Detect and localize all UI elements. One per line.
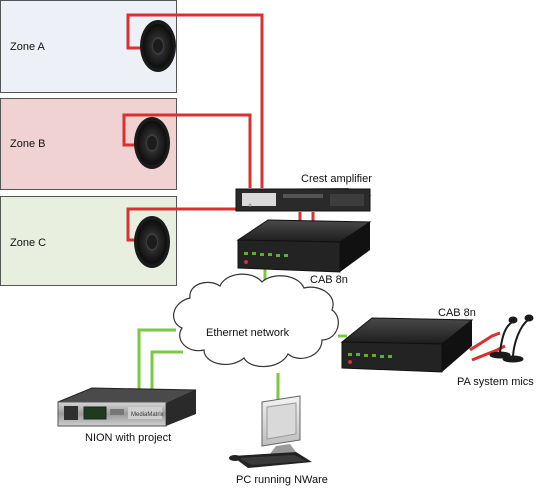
cab-8n-right bbox=[340, 317, 474, 373]
cab-right-label: CAB 8n bbox=[438, 307, 476, 319]
network-wiring bbox=[137, 268, 347, 400]
zone-c-label: Zone C bbox=[10, 237, 47, 249]
pa-mics-label: PA system mics bbox=[457, 376, 534, 388]
pc-label: PC running NWare bbox=[236, 474, 328, 486]
zone-b-label: Zone B bbox=[10, 138, 46, 150]
ethernet-network-label: Ethernet network bbox=[206, 327, 290, 339]
speaker-zone-b bbox=[134, 117, 170, 169]
pc-workstation bbox=[229, 395, 312, 468]
ethernet-cloud bbox=[173, 273, 339, 368]
crest-amplifier bbox=[235, 188, 372, 212]
cloud-to-nion-2 bbox=[150, 350, 183, 392]
zone-a-wire bbox=[126, 13, 264, 188]
cab-top-label: CAB 8n bbox=[310, 274, 348, 286]
nion-device: MediaMatrix bbox=[57, 387, 197, 427]
speaker-zone-c bbox=[134, 216, 170, 268]
cloud-to-nion-1 bbox=[137, 328, 176, 392]
pa-microphone-2 bbox=[502, 314, 534, 363]
mic-wire-2 bbox=[471, 344, 506, 362]
zone-a-label: Zone A bbox=[10, 41, 45, 53]
nion-brand-text: MediaMatrix bbox=[131, 412, 164, 418]
zone-b-wire bbox=[122, 113, 252, 188]
crest-amplifier-label: Crest amplifier bbox=[301, 173, 372, 185]
nion-label: NION with project bbox=[85, 432, 172, 444]
speaker-zone-a bbox=[140, 20, 176, 72]
mic-wire-1 bbox=[469, 331, 501, 352]
cab-8n-top bbox=[236, 219, 372, 273]
